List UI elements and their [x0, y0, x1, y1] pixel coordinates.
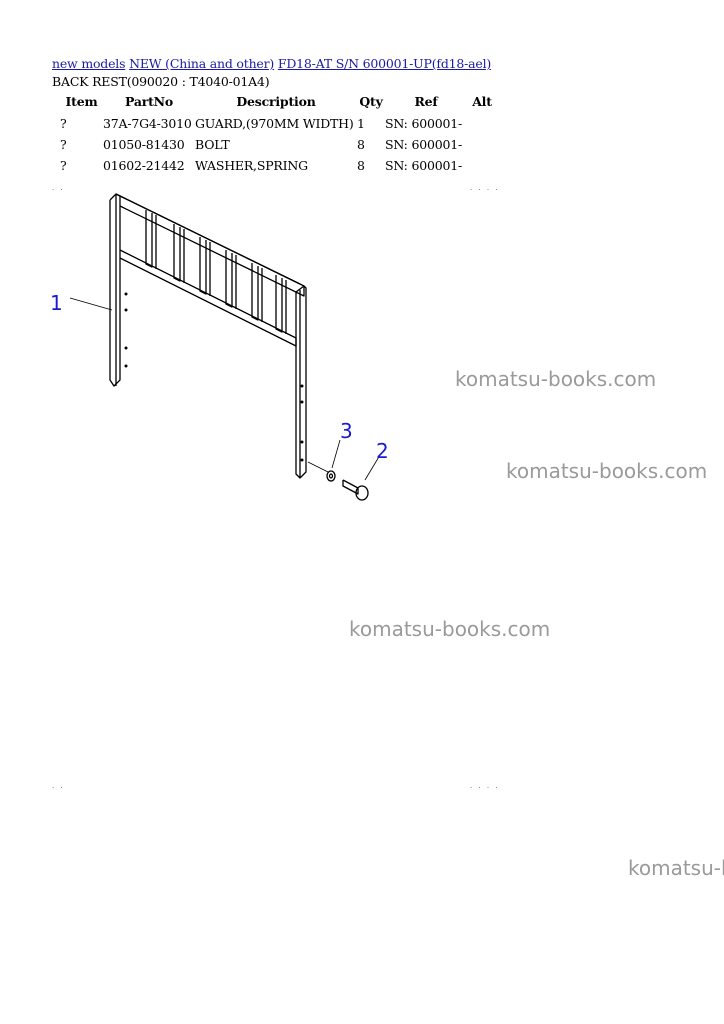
leader-lines — [69, 297, 381, 481]
cell-description: BOLT — [195, 137, 230, 152]
watermark: komatsu-books.com — [628, 856, 724, 880]
header-item: Item — [65, 94, 98, 109]
washer-part — [326, 470, 336, 482]
cell-item: ? — [60, 158, 67, 173]
cell-item: ? — [60, 116, 67, 131]
parts-diagram: 1 2 3 — [50, 193, 389, 501]
header-description: Description — [236, 94, 316, 109]
cell-partno: 37A-7G4-3010 — [103, 116, 192, 131]
parts-table: Item PartNo Description Qty Ref Alt ? 37… — [52, 92, 497, 176]
registration-mark: · · — [52, 784, 65, 792]
cell-qty: 8 — [357, 137, 365, 152]
guard-left-post — [109, 193, 121, 387]
registration-mark: · · · · — [470, 186, 500, 194]
cell-partno: 01602-21442 — [103, 158, 185, 173]
header-partno: PartNo — [124, 94, 174, 109]
bolt-part — [342, 479, 369, 501]
guard-top-rail — [115, 193, 305, 297]
page-subtitle: BACK REST(090020 : T4040-01A4) — [52, 74, 270, 89]
breadcrumb-link-new-china[interactable]: NEW (China and other) — [129, 56, 275, 71]
breadcrumb-link-model[interactable]: FD18-AT S/N 600001-UP(fd18-ael) — [277, 56, 492, 71]
breadcrumb: new models NEW (China and other) FD18-AT… — [52, 56, 491, 71]
table-row: ? 01602-21442 WASHER,SPRING 8 SN: 600001… — [52, 155, 497, 176]
watermark: komatsu-books.com — [455, 367, 657, 391]
cell-alt — [467, 113, 497, 134]
guard-right-post — [295, 285, 307, 479]
cell-description: GUARD,(970MM WIDTH) — [195, 116, 354, 131]
cell-partno: 01050-81430 — [103, 137, 185, 152]
cell-alt — [467, 134, 497, 155]
cell-ref: SN: 600001- — [385, 137, 462, 152]
header-ref: Ref — [414, 94, 438, 109]
registration-mark: · · — [52, 186, 65, 194]
post-holes — [124, 292, 304, 462]
header-alt: Alt — [472, 94, 492, 109]
table-header-row: Item PartNo Description Qty Ref Alt — [52, 92, 497, 113]
registration-mark: · · · · — [470, 784, 500, 792]
callout-2: 2 — [376, 439, 389, 463]
cell-qty: 8 — [357, 158, 365, 173]
callout-1: 1 — [50, 291, 63, 315]
cell-item: ? — [60, 137, 67, 152]
callout-3: 3 — [340, 419, 353, 443]
table-row: ? 01050-81430 BOLT 8 SN: 600001- — [52, 134, 497, 155]
guard-slats — [145, 210, 287, 334]
watermark: komatsu-books.com — [349, 617, 551, 641]
watermark: komatsu-books.com — [506, 459, 708, 483]
cell-description: WASHER,SPRING — [195, 158, 308, 173]
breadcrumb-link-new-models[interactable]: new models — [52, 56, 126, 71]
cell-ref: SN: 600001- — [385, 116, 462, 131]
cell-alt — [467, 155, 497, 176]
table-row: ? 37A-7G4-3010 GUARD,(970MM WIDTH) 1 SN:… — [52, 113, 497, 134]
header-qty: Qty — [359, 94, 383, 109]
cell-ref: SN: 600001- — [385, 158, 462, 173]
cell-qty: 1 — [357, 116, 365, 131]
